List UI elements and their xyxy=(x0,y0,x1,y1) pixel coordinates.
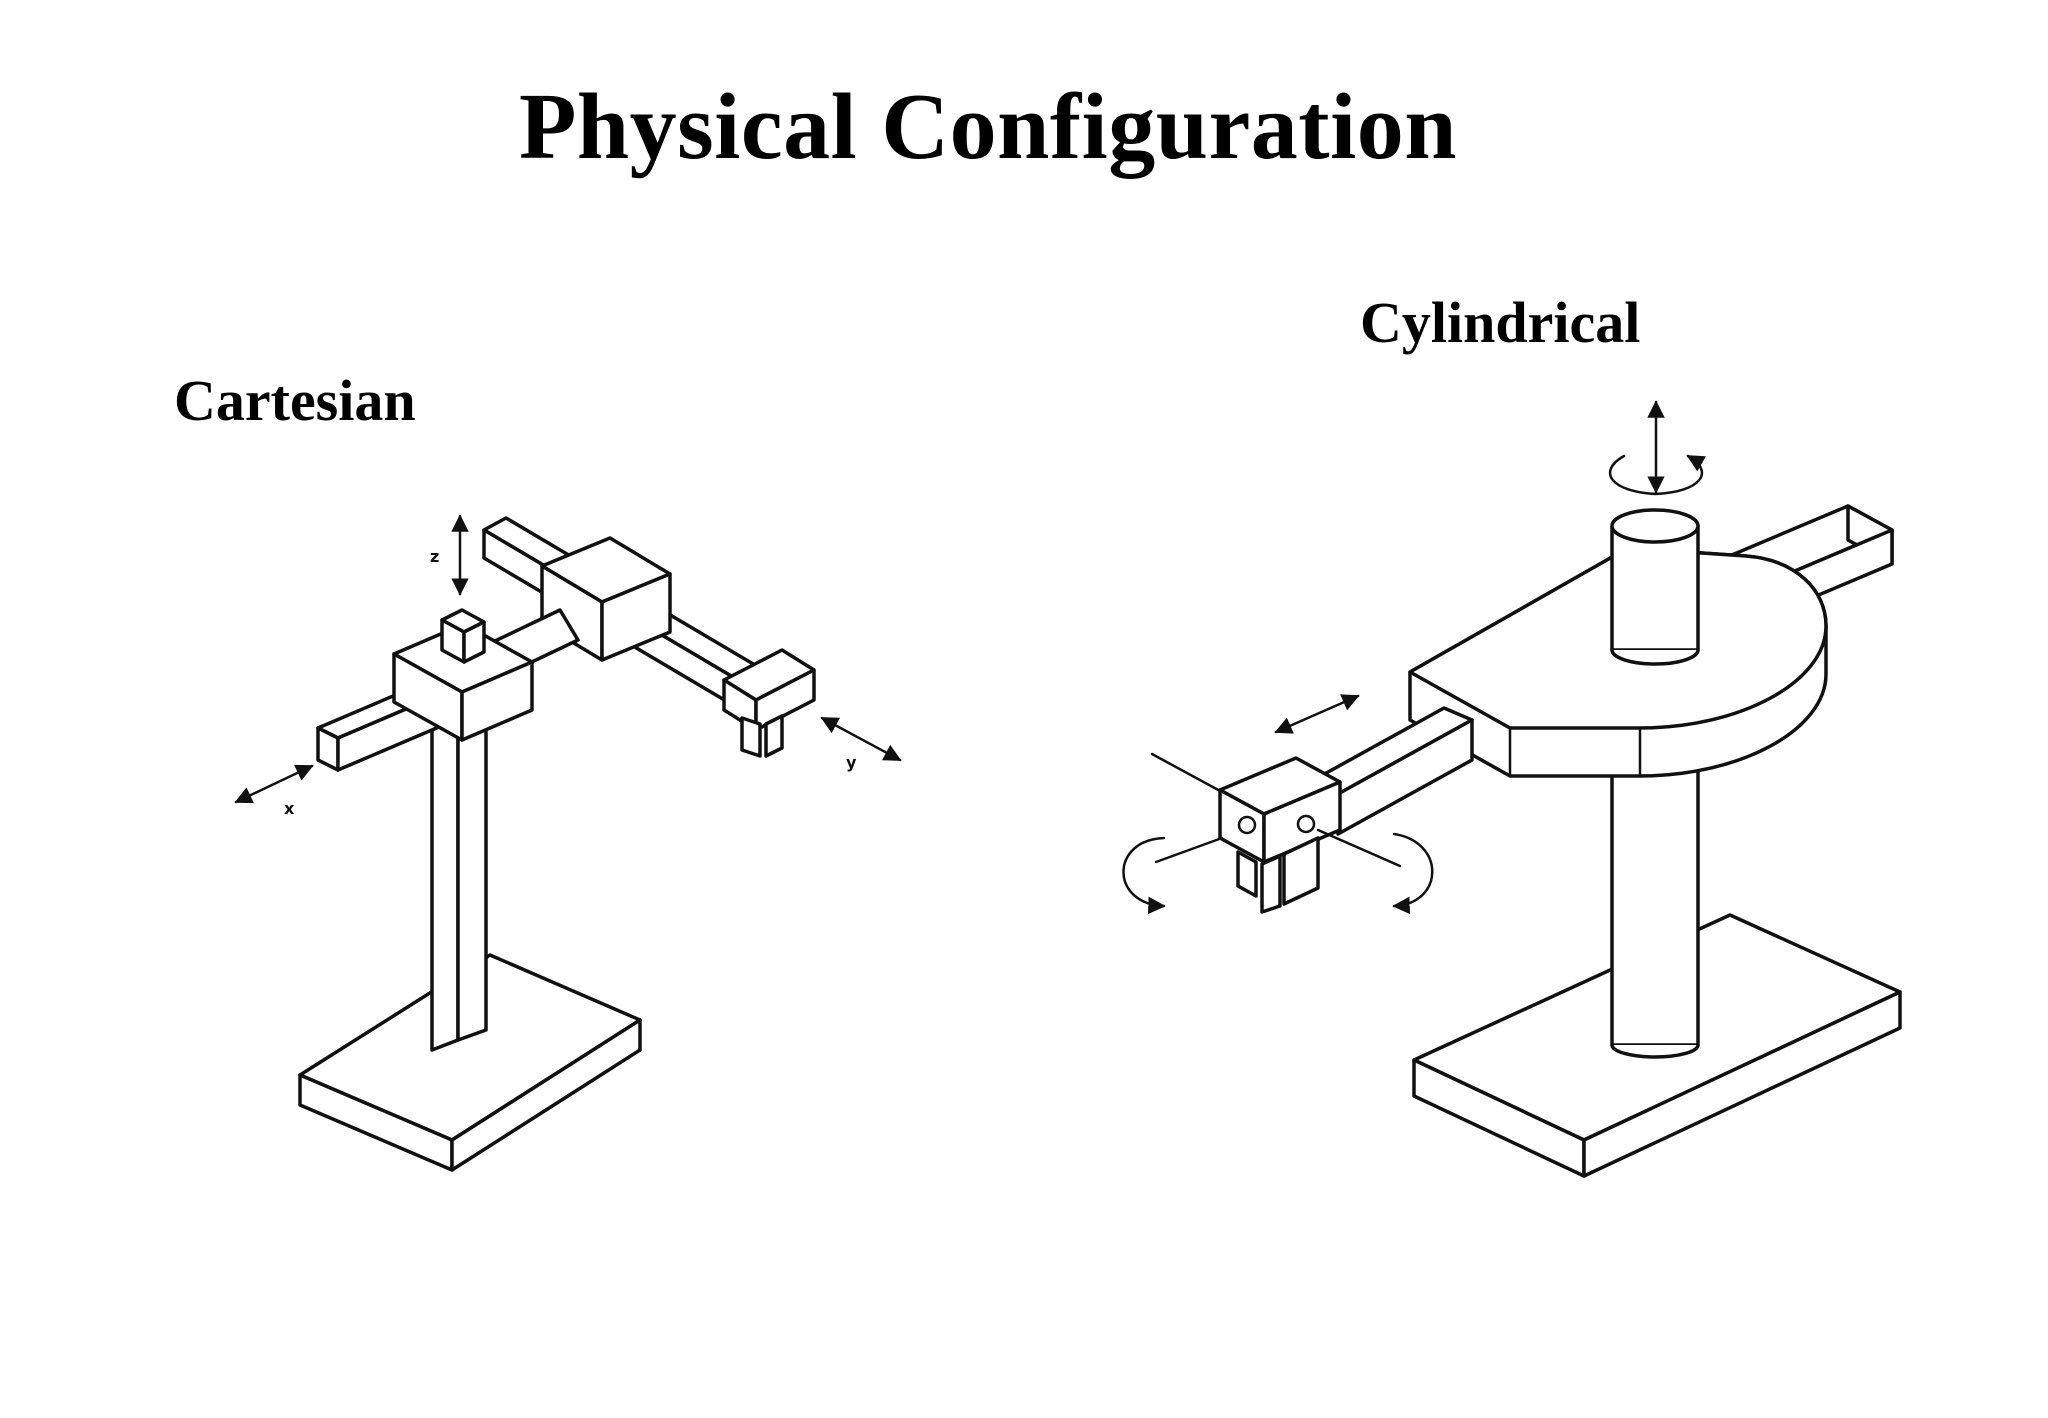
x-axis-label: x xyxy=(284,799,295,818)
cylindrical-column xyxy=(1610,758,1700,1059)
rotation-arrow-right xyxy=(1392,832,1434,915)
cartesian-gripper xyxy=(722,648,816,758)
cylindrical-label: Cylindrical xyxy=(1360,290,1641,355)
reach-arrow xyxy=(1274,694,1360,734)
cylindrical-wrist xyxy=(1218,756,1342,914)
cartesian-base-plate xyxy=(298,953,642,1172)
cylindrical-robot-drawing xyxy=(1122,400,1902,1178)
cartesian-robot-drawing: z x y xyxy=(234,514,902,1172)
x-axis-arrow xyxy=(234,764,314,804)
pitch-axis-line-right xyxy=(1316,828,1402,868)
cartesian-column xyxy=(430,708,488,1052)
page-title: Physical Configuration xyxy=(518,75,1457,179)
y-axis-arrow xyxy=(820,716,902,762)
cartesian-top-cube xyxy=(440,608,486,664)
cartesian-label: Cartesian xyxy=(174,368,416,433)
rotation-arrow-left xyxy=(1122,836,1166,915)
pitch-axis-line-left xyxy=(1154,836,1224,864)
z-axis-label: z xyxy=(430,547,439,566)
cartesian-y-carriage xyxy=(540,536,672,662)
roll-axis-line xyxy=(1150,752,1224,794)
rotation-arrow-top xyxy=(1608,454,1707,496)
cylindrical-top-cylinder xyxy=(1610,508,1700,666)
y-axis-label: y xyxy=(846,753,857,772)
